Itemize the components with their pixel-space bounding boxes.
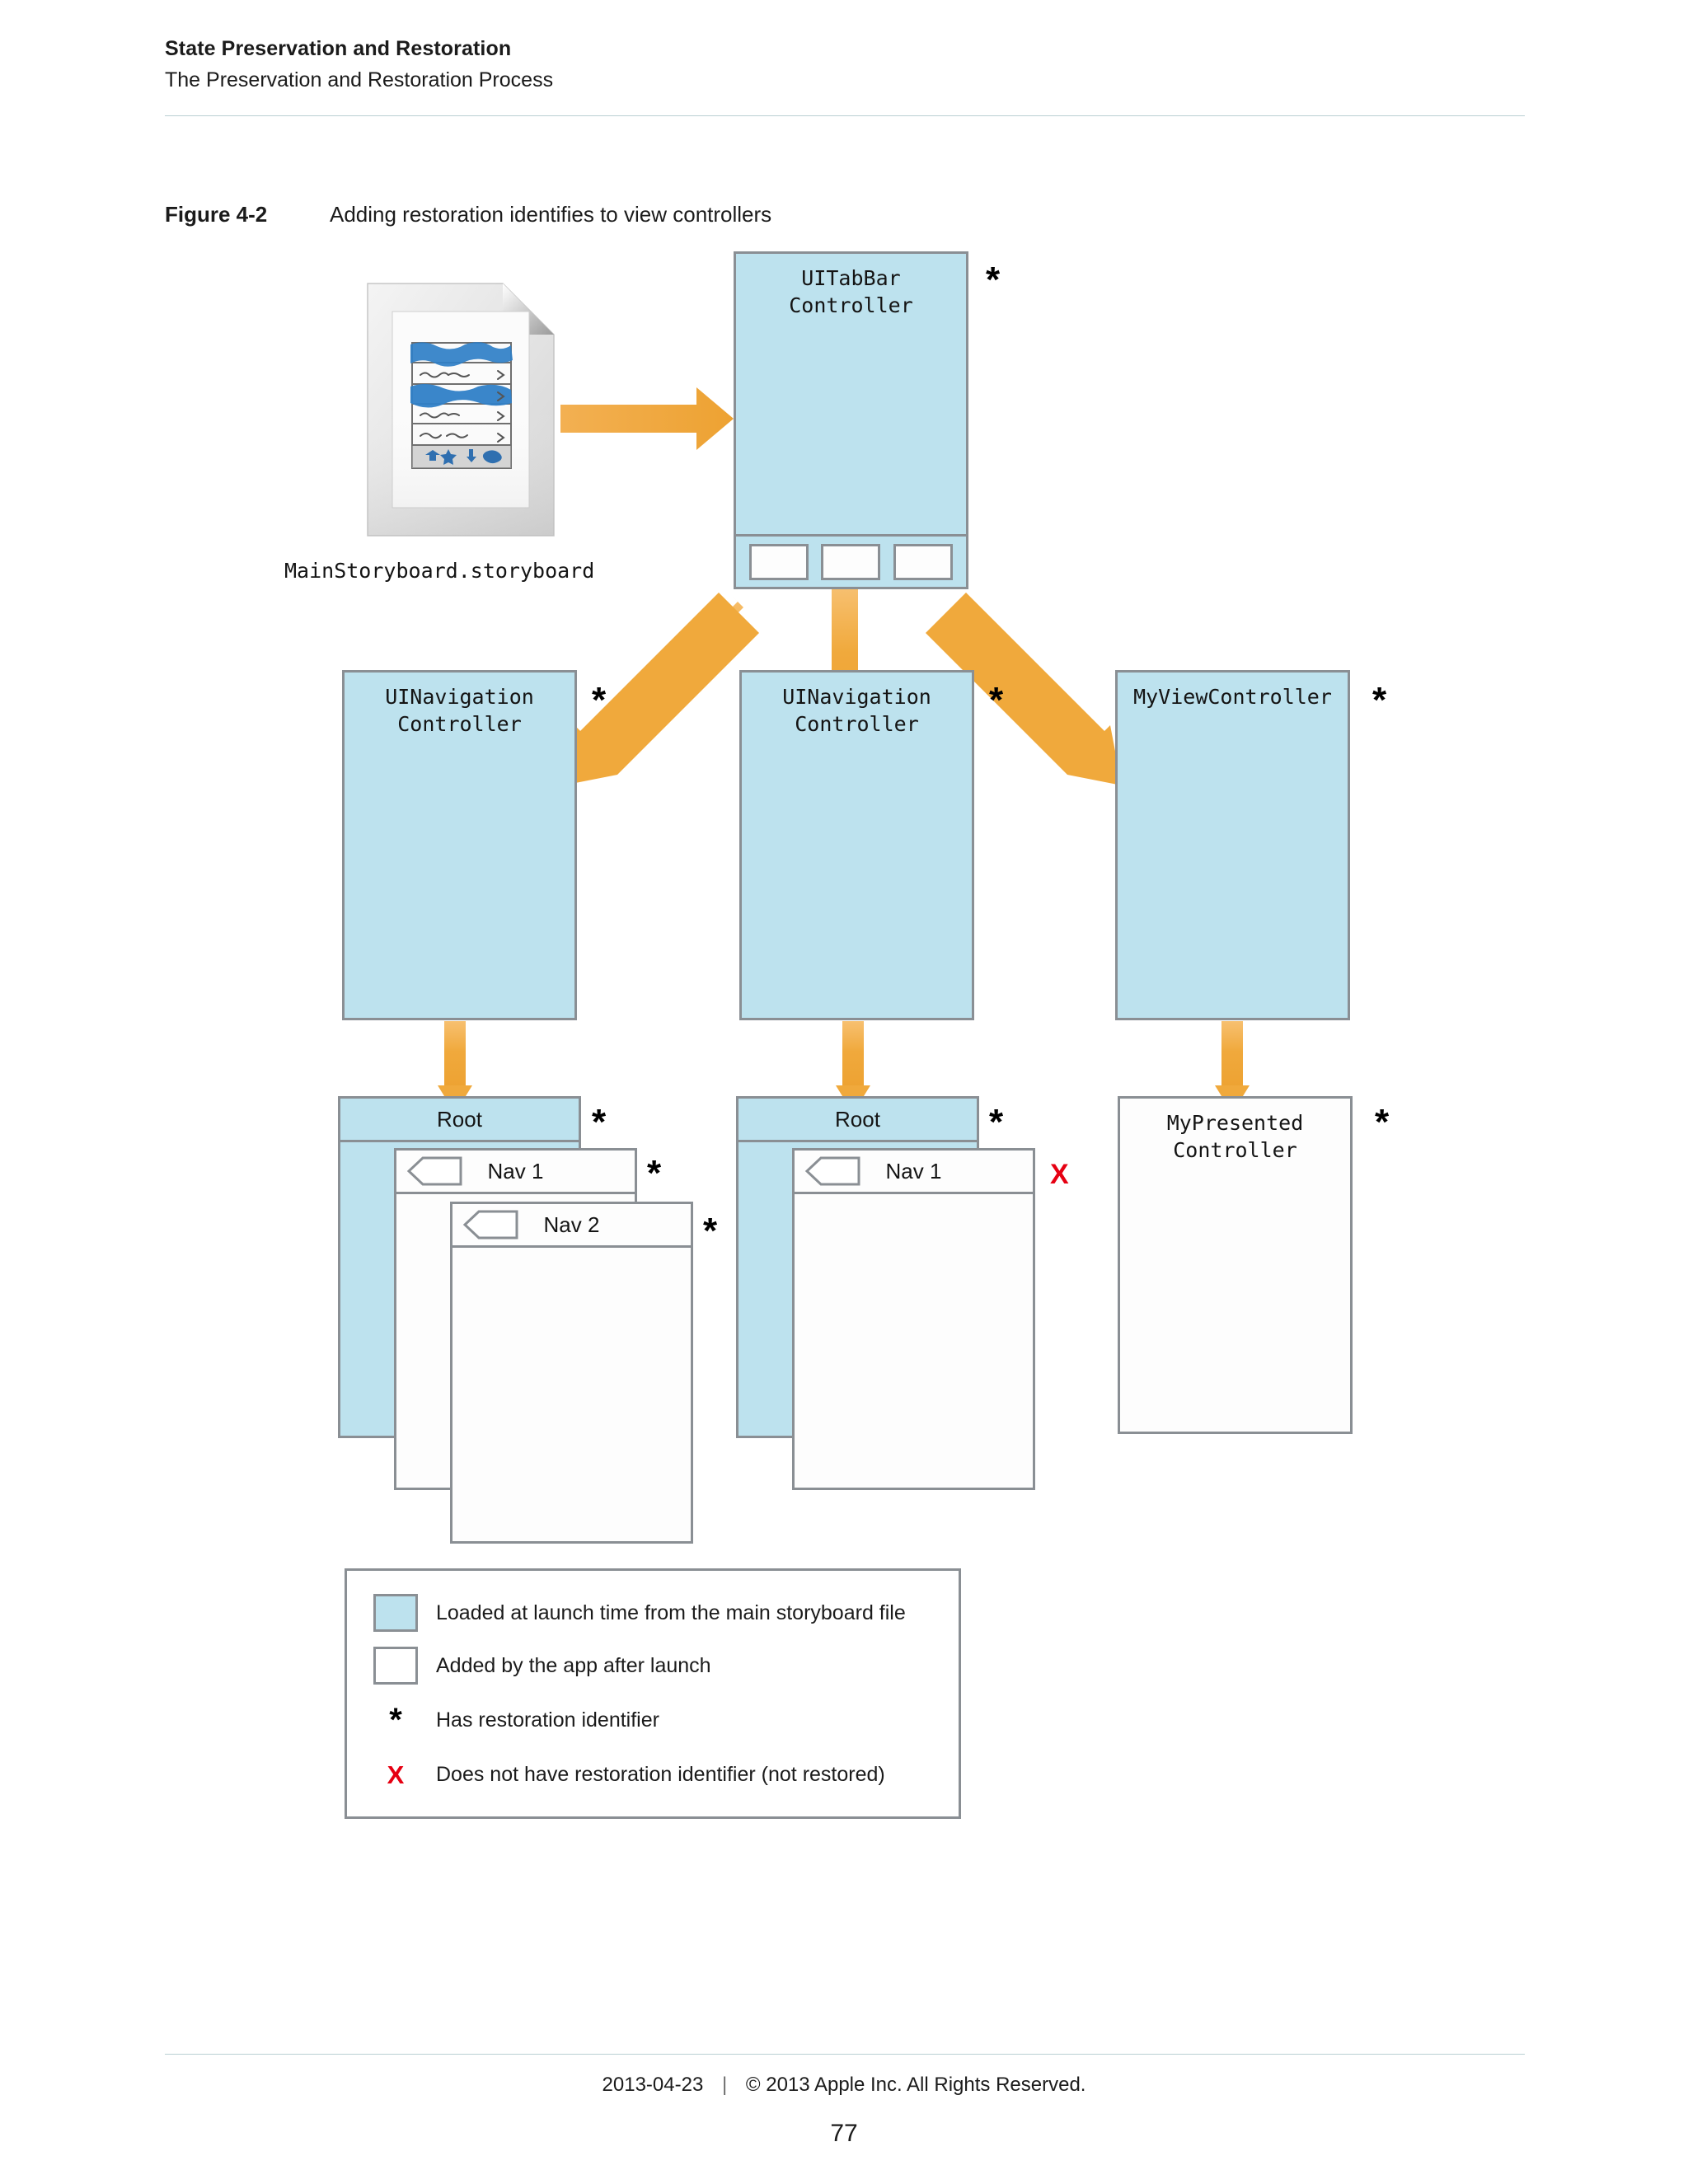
node-uinavigationcontroller-left-label: UINavigation Controller: [385, 685, 534, 736]
left-root-title: Root: [437, 1106, 482, 1132]
node-left-nav2[interactable]: Nav 2: [450, 1202, 693, 1544]
back-arrow-icon[interactable]: [406, 1155, 464, 1187]
marker-star-middle-root: *: [989, 1102, 1004, 1142]
page-header: State Preservation and Restoration The P…: [165, 36, 1525, 94]
arrow-storyboard-to-tabbar: [560, 387, 734, 450]
legend-label-has-identifier: Has restoration identifier: [436, 1708, 659, 1732]
storyboard-document-icon: [356, 279, 560, 542]
legend-item-app-added: Added by the app after launch: [347, 1647, 711, 1685]
legend-box: Loaded at launch time from the main stor…: [345, 1568, 961, 1819]
node-uinavigationcontroller-middle[interactable]: UINavigation Controller: [739, 670, 974, 1020]
node-uitabbarcontroller-label: UITabBar Controller: [789, 266, 913, 317]
running-head-title: State Preservation and Restoration: [165, 37, 512, 60]
storyboard-file-label: MainStoryboard.storyboard: [284, 559, 595, 583]
marker-cross-middle-nav1: X: [1050, 1159, 1069, 1190]
tab-item-2[interactable]: [821, 543, 881, 580]
left-nav2-navbar: Nav 2: [452, 1204, 691, 1248]
middle-root-title: Root: [835, 1106, 880, 1132]
middle-nav1-navbar: Nav 1: [795, 1151, 1033, 1194]
marker-star-left-nav1: *: [647, 1153, 662, 1193]
tab-item-3[interactable]: [893, 543, 954, 580]
node-mypresentedcontroller-label: MyPresented Controller: [1166, 1111, 1304, 1162]
left-nav1-navbar: Nav 1: [396, 1151, 635, 1194]
legend-label-app-added: Added by the app after launch: [436, 1653, 711, 1677]
legend-swatch-app-added-icon: [373, 1647, 418, 1685]
figure-diagram: MainStoryboard.storyboard UITabBar Contr…: [284, 251, 1390, 1819]
legend-item-no-identifier: X Does not have restoration identifier (…: [347, 1755, 885, 1793]
running-head-subtitle: The Preservation and Restoration Process: [165, 68, 554, 92]
node-myviewcontroller[interactable]: MyViewController: [1115, 670, 1350, 1020]
header-rule-divider: [165, 115, 1525, 116]
legend-item-has-identifier: * Has restoration identifier: [347, 1701, 659, 1739]
node-mypresentedcontroller[interactable]: MyPresented Controller: [1118, 1096, 1353, 1434]
tabbar: [736, 534, 966, 587]
left-nav2-title: Nav 2: [543, 1212, 600, 1237]
node-myviewcontroller-label: MyViewController: [1133, 685, 1332, 709]
node-uinavigationcontroller-middle-label: UINavigation Controller: [782, 685, 931, 736]
marker-star-left-root: *: [592, 1102, 607, 1142]
footer-rule-divider: [165, 2054, 1525, 2055]
legend-label-storyboard: Loaded at launch time from the main stor…: [436, 1601, 906, 1624]
figure-caption: Figure 4-2 Adding restoration identifies…: [165, 202, 771, 227]
footer-date: 2013-04-23: [602, 2074, 704, 2096]
page-number: 77: [830, 2120, 858, 2147]
left-root-navbar: Root: [340, 1099, 579, 1142]
marker-star-myviewcontroller: *: [1372, 680, 1387, 720]
figure-title: Adding restoration identifies to view co…: [330, 202, 772, 227]
footer-copyright-line: 2013-04-23 | © 2013 Apple Inc. All Right…: [0, 2074, 1688, 2097]
footer-copyright: © 2013 Apple Inc. All Rights Reserved.: [745, 2074, 1086, 2096]
marker-star-uinavigationcontroller-left: *: [592, 680, 607, 720]
marker-star-left-nav2: *: [703, 1211, 718, 1251]
legend-swatch-storyboard-icon: [373, 1594, 418, 1632]
tab-item-1[interactable]: [748, 543, 809, 580]
legend-star-icon: *: [389, 1702, 402, 1738]
middle-nav1-title: Nav 1: [885, 1158, 942, 1183]
legend-item-storyboard: Loaded at launch time from the main stor…: [347, 1594, 906, 1632]
left-nav1-title: Nav 1: [487, 1158, 544, 1183]
marker-star-uinavigationcontroller-middle: *: [989, 680, 1004, 720]
figure-number: Figure 4-2: [165, 202, 268, 227]
marker-star-mypresentedcontroller: *: [1375, 1102, 1390, 1142]
legend-cross-icon: X: [387, 1760, 405, 1789]
node-uitabbarcontroller[interactable]: UITabBar Controller: [734, 251, 968, 589]
marker-star-uitabbarcontroller: *: [986, 260, 1001, 300]
node-middle-nav1[interactable]: Nav 1: [792, 1148, 1035, 1490]
node-uinavigationcontroller-left[interactable]: UINavigation Controller: [342, 670, 577, 1020]
middle-root-navbar: Root: [738, 1099, 977, 1142]
back-arrow-icon[interactable]: [462, 1209, 520, 1240]
footer-separator: |: [721, 2074, 728, 2096]
legend-label-no-identifier: Does not have restoration identifier (no…: [436, 1762, 885, 1786]
back-arrow-icon[interactable]: [804, 1155, 862, 1187]
